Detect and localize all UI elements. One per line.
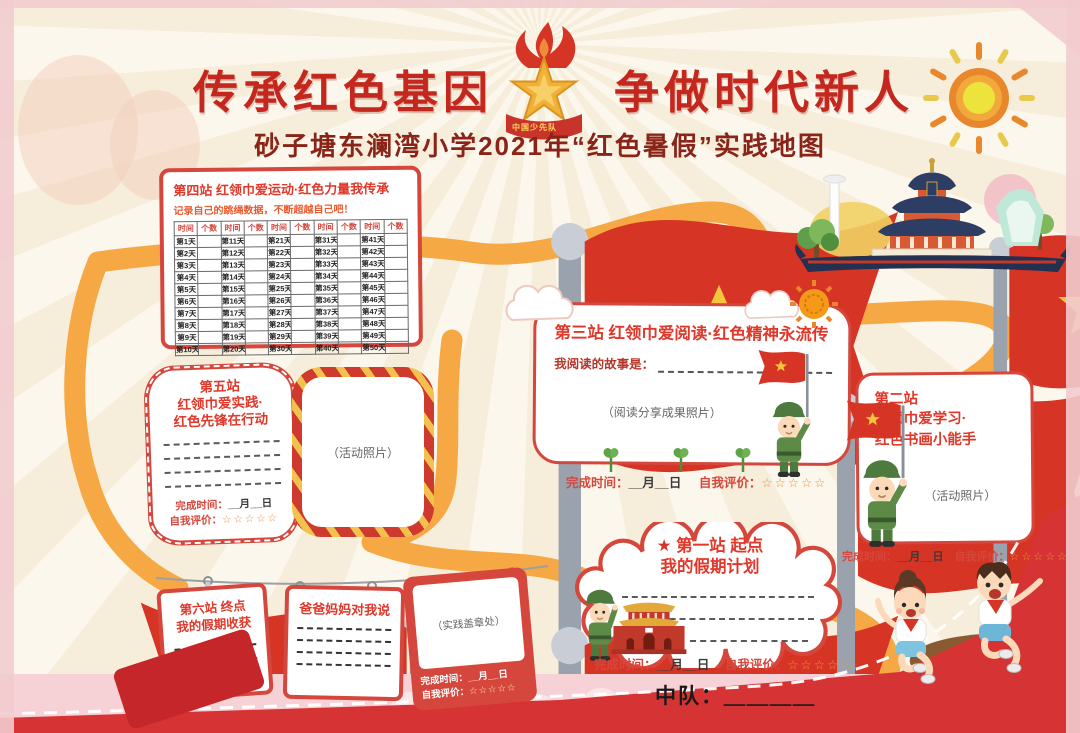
tree-icon [797, 219, 839, 258]
write-line[interactable] [296, 651, 391, 655]
write-line[interactable] [297, 627, 392, 631]
sprout-icon-3 [735, 448, 751, 472]
flower-sun-icon [790, 280, 838, 328]
stamp-completion: 完成时间：__月__日 自我评价：☆☆☆☆☆ [420, 668, 518, 702]
sun-icon [923, 42, 1035, 154]
sprout-icon-2 [673, 448, 689, 472]
station6-title: 第六站 终点 我的假期收获 [175, 598, 252, 635]
children-illustration [875, 561, 1043, 684]
rating-stars: ☆☆☆☆☆ [761, 476, 828, 490]
young-pioneers-badge-icon [506, 22, 582, 140]
station3-footer: 完成时间：__月__日 自我评价：☆☆☆☆☆ [566, 472, 827, 491]
sprout-icon [603, 448, 619, 472]
boy-figure [976, 561, 1043, 673]
rating-label: 自我评价： [698, 476, 762, 490]
poster-subtitle: 砂子塘东澜湾小学2021年“红色暑假”实践地图 [254, 131, 826, 161]
stamp-placeholder: （实践盖章处） [431, 614, 506, 633]
cloud-icon-2 [744, 290, 799, 320]
completion-label: 完成时间： [566, 476, 629, 490]
badge-ribbon-label: 中国少先队 [512, 123, 557, 132]
cloud-icon [505, 284, 574, 322]
poster-title-left: 传承红色基因 [193, 67, 494, 118]
road-photo-frame: （活动照片） [292, 367, 434, 537]
poster-title-right: 争做时代新人 [614, 67, 915, 118]
girl-figure [875, 570, 936, 684]
temple-building [871, 158, 993, 258]
parents-card-title: 爸爸妈妈对我说 [299, 601, 391, 618]
stamp-card: （实践盖章处） 完成时间：__月__日 自我评价：☆☆☆☆☆ [402, 566, 538, 712]
parents-message-card: 爸爸妈妈对我说 [282, 584, 406, 702]
completion-value: __月__日 [628, 476, 682, 490]
activity-photo-placeholder-frame: （活动照片） [326, 445, 399, 460]
write-line[interactable] [297, 639, 392, 643]
write-line[interactable] [296, 663, 391, 667]
soldier-with-flag-illustration [758, 350, 811, 477]
temple-of-heaven-illustration [795, 158, 1071, 272]
squad-fill-line[interactable]: 中队：＿＿＿＿ [655, 685, 816, 708]
